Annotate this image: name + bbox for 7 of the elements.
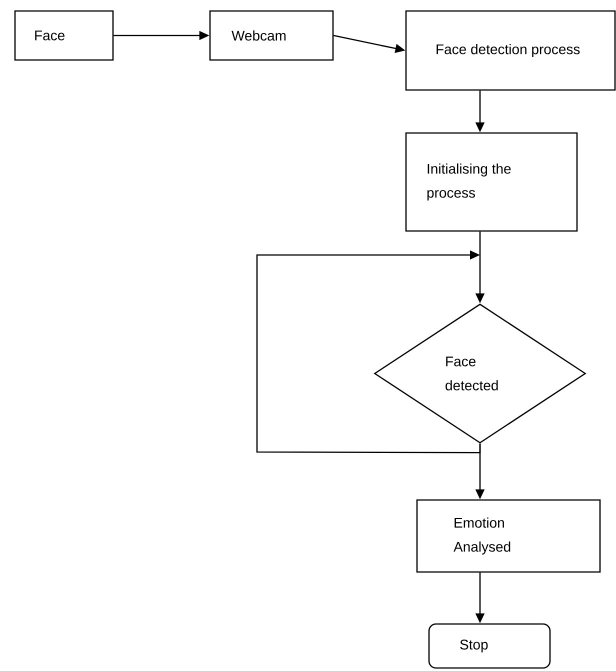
- process-box: Webcam: [209, 10, 334, 61]
- process-box: Emotion Analysed: [416, 499, 601, 573]
- process-box: Face: [14, 10, 114, 61]
- terminal-box: Stop: [428, 623, 551, 669]
- process-box: Initialising the process: [405, 132, 578, 232]
- process-box: Face detection process: [405, 10, 616, 91]
- arrow: [256, 250, 481, 454]
